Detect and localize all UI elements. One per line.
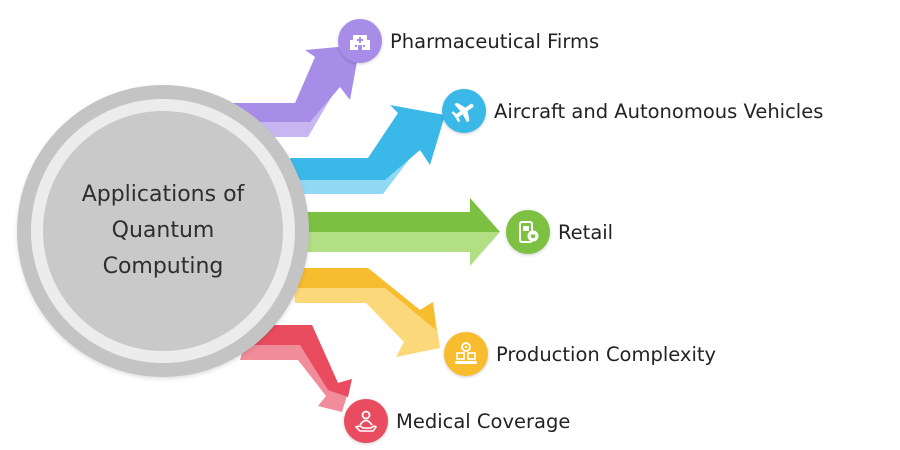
branch-aircraft: Aircraft and Autonomous Vehicles bbox=[442, 88, 823, 134]
hub-title: Applications of Quantum Computing bbox=[81, 182, 245, 279]
branch-label-pharmaceutical: Pharmaceutical Firms bbox=[390, 29, 600, 53]
airplane-icon bbox=[442, 89, 486, 133]
arrow-retail bbox=[300, 198, 500, 266]
hospital-icon bbox=[338, 19, 382, 63]
hub-outer-ring: Applications of Quantum Computing bbox=[17, 85, 309, 377]
hub-core: Applications of Quantum Computing bbox=[43, 111, 283, 351]
arrow-medical bbox=[240, 325, 352, 412]
branch-medical: Medical Coverage bbox=[344, 398, 570, 444]
branch-label-retail: Retail bbox=[558, 220, 614, 244]
hub-middle-ring: Applications of Quantum Computing bbox=[31, 99, 295, 363]
branch-pharmaceutical: Pharmaceutical Firms bbox=[338, 18, 599, 64]
arrow-aircraft bbox=[290, 105, 445, 194]
arrow-production-light bbox=[292, 268, 440, 357]
branch-label-aircraft: Aircraft and Autonomous Vehicles bbox=[494, 99, 824, 123]
branch-label-production: Production Complexity bbox=[496, 342, 717, 366]
branch-production: Production Complexity bbox=[444, 331, 716, 377]
shopping-app-icon bbox=[506, 210, 550, 254]
medical-care-icon bbox=[344, 399, 388, 443]
arrow-production bbox=[292, 268, 440, 357]
branch-retail: Retail bbox=[506, 209, 613, 255]
arrow-medical-light bbox=[240, 325, 352, 412]
production-line-icon bbox=[444, 332, 488, 376]
arrow-aircraft-dark bbox=[290, 105, 445, 180]
branch-label-medical: Medical Coverage bbox=[396, 409, 571, 433]
arrow-pharmaceutical-dark bbox=[225, 45, 360, 122]
arrow-medical-dark bbox=[245, 325, 352, 397]
arrow-retail-dark bbox=[300, 198, 500, 232]
arrow-production-dark bbox=[292, 268, 436, 330]
